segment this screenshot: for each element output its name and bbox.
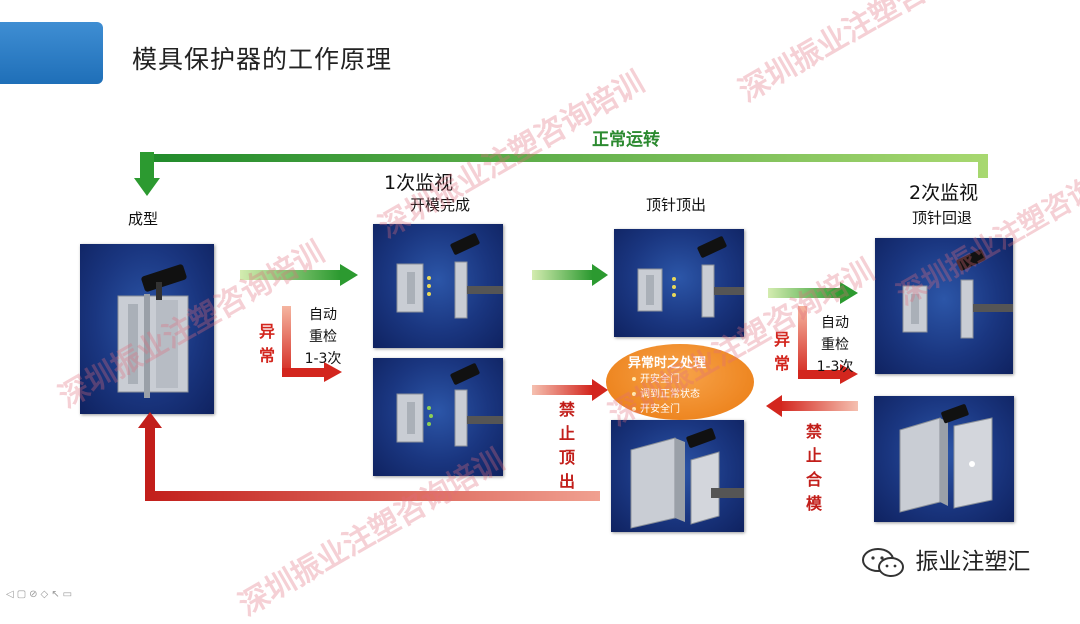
normal-run-label: 正常运转 (592, 130, 660, 150)
eject-stopped-panel (611, 420, 744, 532)
page-title: 模具保护器的工作原理 (132, 45, 393, 74)
ejector-return-panel (875, 238, 1013, 374)
abnormal-label-left: 异常 (258, 322, 275, 365)
page-icon[interactable]: ▢ (16, 589, 30, 600)
prev-icon[interactable]: ◁ (6, 589, 17, 600)
title-tab (0, 22, 103, 84)
monitor2-label: 2次监视 (909, 182, 979, 204)
handling-item: 开安全门 (632, 370, 680, 385)
no-close-arrow (766, 395, 858, 417)
monitor1-label: 1次监视 (384, 172, 454, 194)
return-loop-arrow (138, 412, 600, 501)
pointer-icon[interactable]: ↖ (51, 589, 63, 600)
slideshow-toolbar[interactable]: ◁▢⊘◇↖▭ (6, 589, 75, 600)
mold-open-done-label: 开模完成 (410, 196, 471, 214)
pen-icon[interactable]: ⊘ (29, 589, 41, 600)
green-arrow-3 (768, 282, 858, 304)
menu-icon[interactable]: ▭ (62, 589, 76, 600)
ejector-out-label: 顶针顶出 (646, 196, 707, 214)
bullet-icon (632, 407, 636, 411)
wechat-icon (862, 547, 904, 577)
brand-logo: 振业注塑汇 (860, 542, 1030, 580)
molding-label: 成型 (128, 210, 159, 228)
molding-panel (80, 244, 214, 414)
green-arrow-2 (532, 264, 608, 286)
watermark: 深圳振业注塑咨询培训 (733, 0, 1011, 110)
no-eject-label: 禁止顶出 (558, 400, 575, 491)
handling-item: 调到正常状态 (632, 385, 700, 400)
abnormal-label-right: 异常 (773, 330, 790, 373)
abnormal-arrow-right (798, 306, 858, 384)
brand-name: 振业注塑汇 (915, 549, 1031, 575)
no-close-label: 禁止合模 (805, 422, 822, 513)
abnormal-arrow-left (282, 306, 342, 382)
normal-loop-arrow (134, 152, 988, 196)
mold-open-abnormal-panel (373, 358, 503, 476)
no-eject-arrow (532, 379, 608, 401)
abnormal-handling-title: 异常时之处理 (628, 356, 707, 371)
ejector-out-panel (614, 229, 744, 337)
eraser-icon[interactable]: ◇ (40, 589, 52, 600)
mold-open-panel (373, 224, 503, 348)
abnormal-handling-bubble: 异常时之处理 开安全门 调到正常状态 开安全门 (606, 344, 754, 420)
green-arrow-1 (240, 264, 358, 286)
close-stopped-panel (874, 396, 1014, 522)
bullet-icon (632, 392, 636, 396)
handling-item: 开安全门 (632, 400, 680, 415)
bullet-icon (632, 377, 636, 381)
ejector-return-label: 顶针回退 (912, 209, 973, 227)
